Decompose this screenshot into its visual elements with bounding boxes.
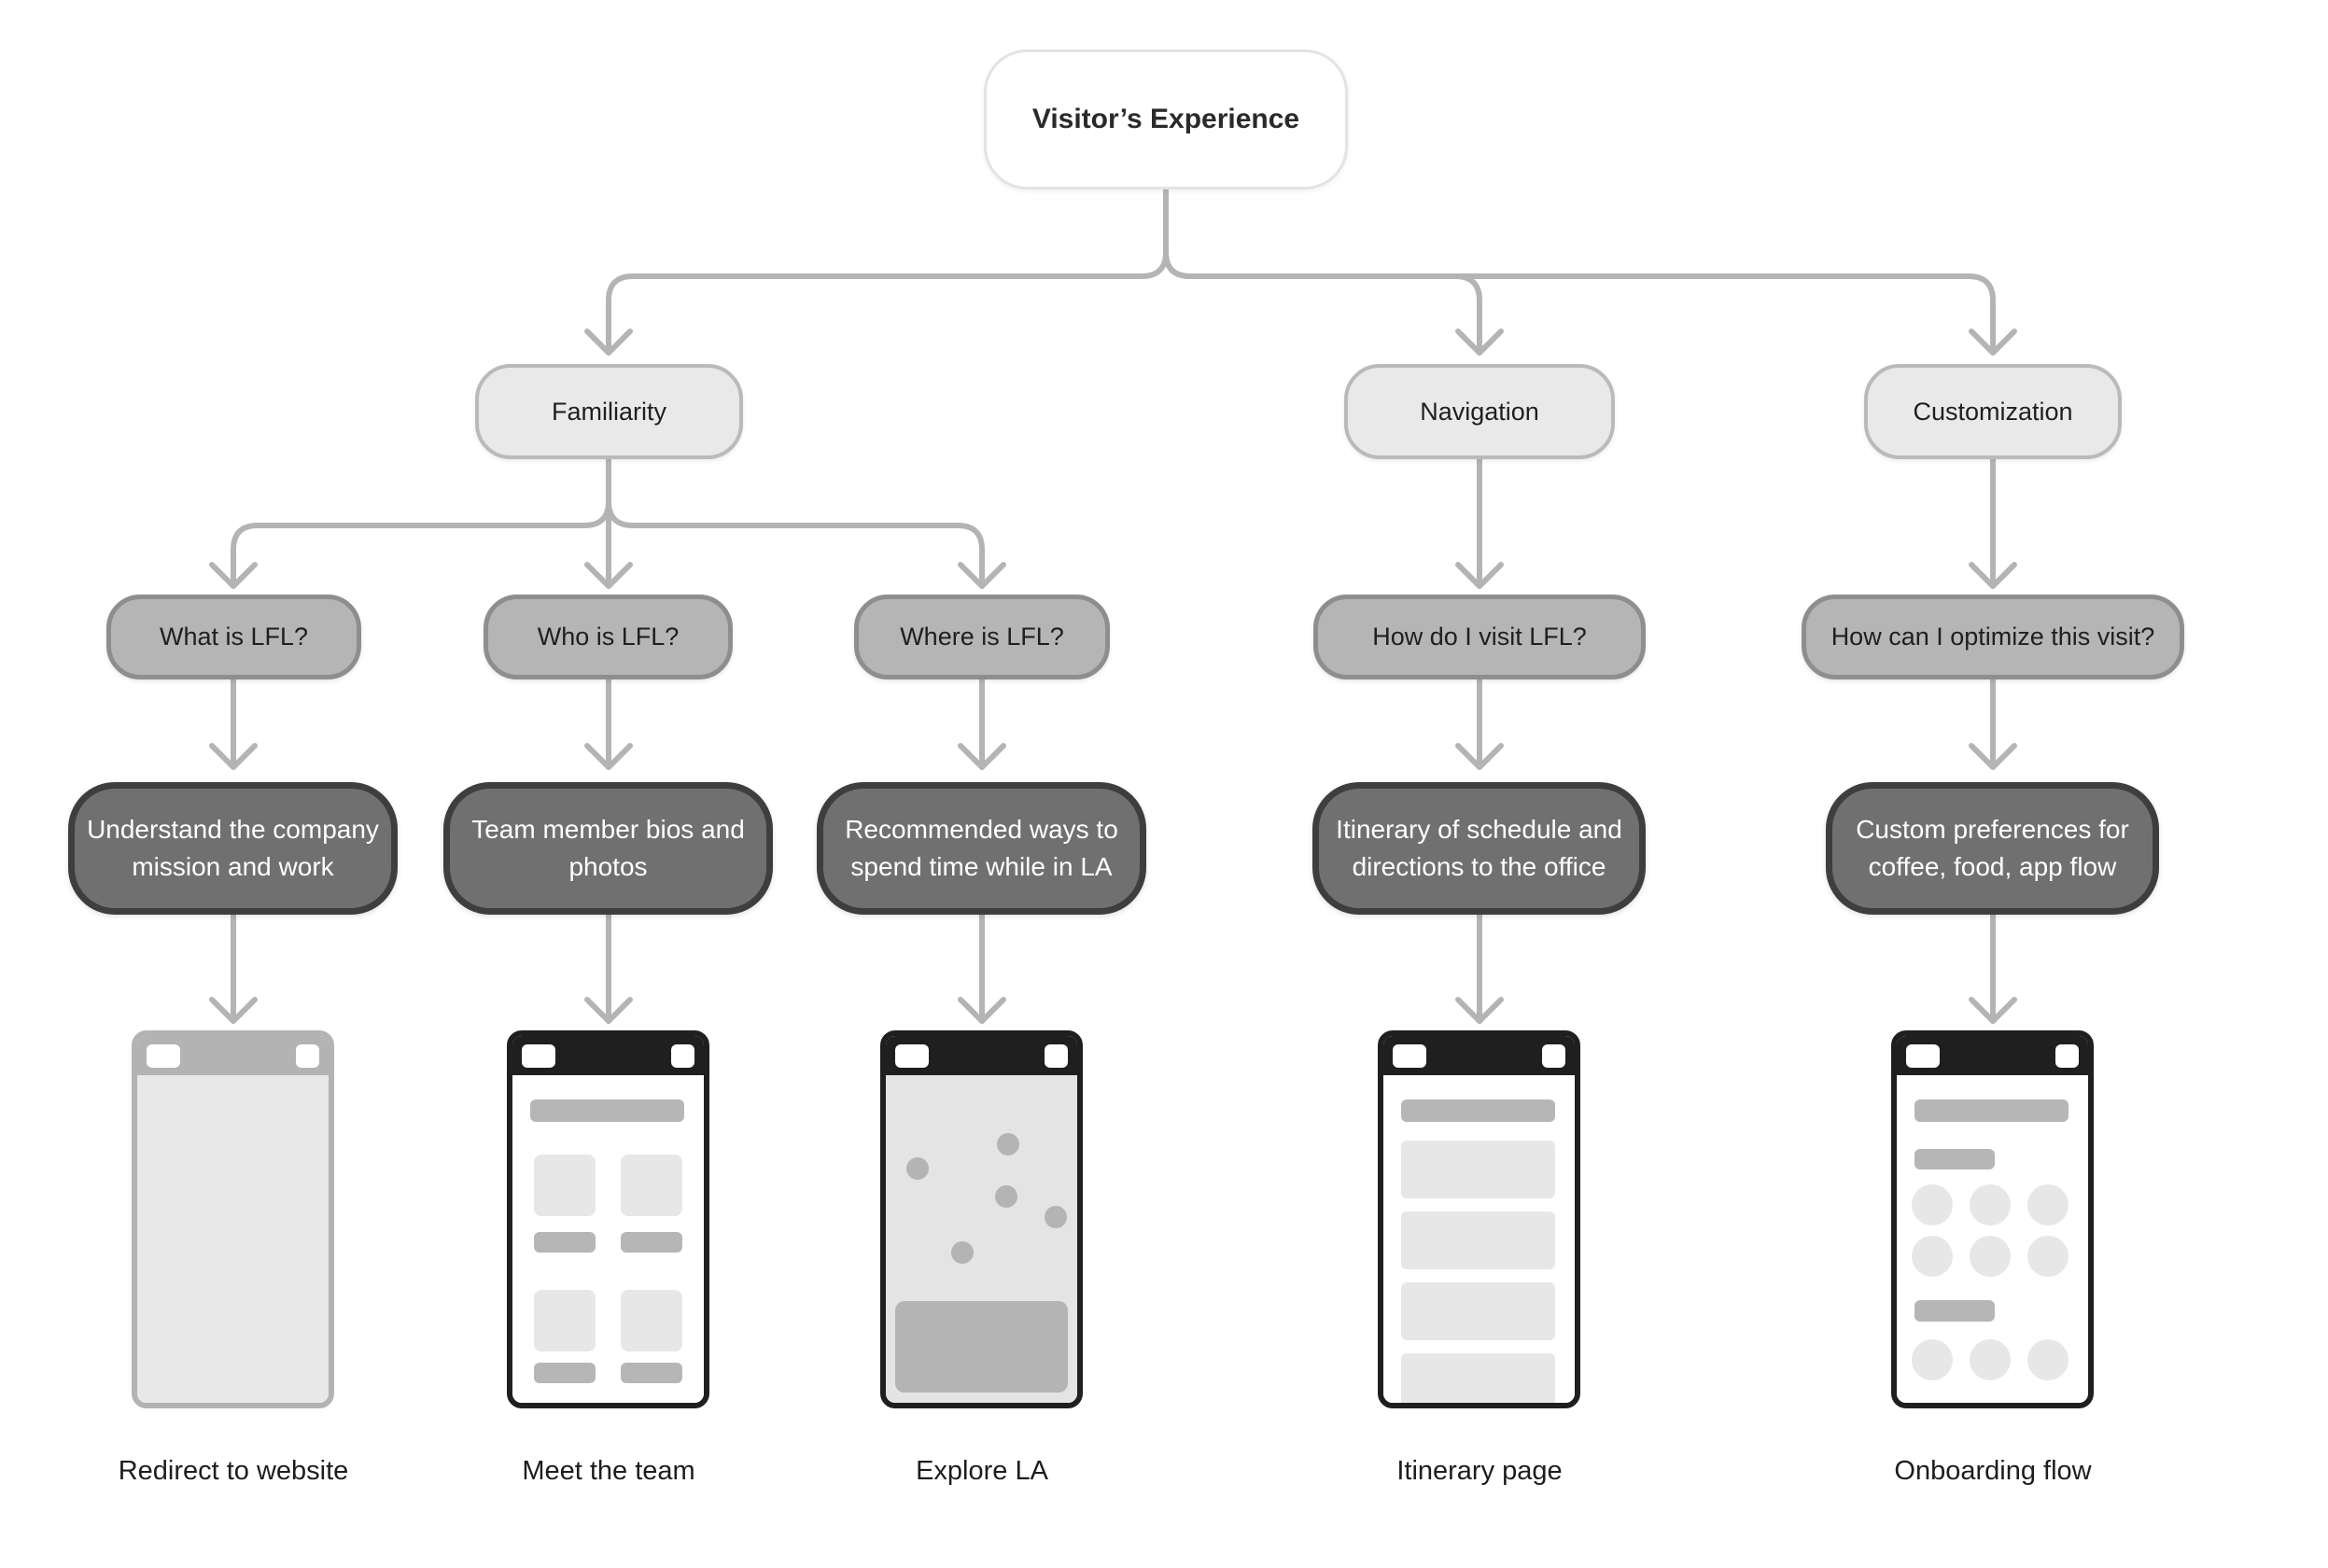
phone-browser-bar	[512, 1036, 704, 1075]
photo-placeholder	[534, 1155, 596, 1216]
connector-root-navigation	[1163, 249, 1482, 356]
option-circle-placeholder	[2027, 1236, 2069, 1277]
window-button-icon	[1393, 1044, 1426, 1068]
question-node-how-do-i-visit: How do I visit LFL?	[1313, 595, 1646, 679]
phone-browser-bar	[137, 1036, 329, 1075]
arrowhead	[1455, 562, 1504, 589]
outcome-node-itinerary-directions: Itinerary of schedule and directions to …	[1312, 782, 1646, 915]
connector-familiarity-q3	[606, 498, 985, 589]
map-pin-dot	[997, 1133, 1019, 1155]
branch-node-navigation: Navigation	[1344, 364, 1615, 459]
window-button-icon	[2055, 1044, 2079, 1068]
webpage-placeholder	[137, 1075, 329, 1403]
branch-node-customization: Customization	[1864, 364, 2122, 459]
list-row-placeholder	[1401, 1141, 1555, 1198]
photo-placeholder	[621, 1290, 682, 1351]
name-bar-placeholder	[621, 1363, 682, 1383]
connector-root-familiarity	[606, 187, 1169, 356]
phone-mockup-list-rows	[1378, 1030, 1580, 1408]
map-pin-dot	[1045, 1206, 1067, 1228]
arrowhead	[1969, 329, 2017, 356]
arrowhead	[1455, 997, 1504, 1024]
phone-mockup-team-grid	[507, 1030, 709, 1408]
title-bar-placeholder	[1914, 1099, 2069, 1122]
arrowhead	[1969, 743, 2017, 770]
map-pin-dot	[995, 1185, 1017, 1208]
outcome-node-company-mission: Understand the company mission and work	[68, 782, 398, 915]
arrowhead	[958, 562, 1006, 589]
option-circle-placeholder	[2027, 1184, 2069, 1225]
flow-root-node: Visitor’s Experience	[984, 49, 1348, 189]
window-button-icon	[1045, 1044, 1068, 1068]
arrowhead	[584, 997, 633, 1024]
arrowhead	[1969, 562, 2017, 589]
option-circle-placeholder	[1970, 1184, 2011, 1225]
screen-label-explore-la: Explore LA	[916, 1456, 1048, 1486]
screen-label-itinerary-page: Itinerary page	[1396, 1456, 1563, 1486]
arrowhead	[1969, 997, 2017, 1024]
itinerary-page-placeholder	[1383, 1075, 1575, 1403]
phone-browser-bar	[886, 1036, 1077, 1075]
branch-node-familiarity: Familiarity	[475, 364, 743, 459]
arrowhead	[209, 562, 258, 589]
question-node-how-optimize-visit: How can I optimize this visit?	[1802, 595, 2184, 679]
option-circle-placeholder	[1970, 1339, 2011, 1380]
map-placeholder	[886, 1075, 1077, 1403]
phone-browser-bar	[1897, 1036, 2088, 1075]
phone-mockup-onboarding-options	[1891, 1030, 2094, 1408]
arrowhead	[1455, 743, 1504, 770]
screen-label-meet-the-team: Meet the team	[522, 1456, 695, 1486]
arrowhead	[958, 743, 1006, 770]
list-row-placeholder	[1401, 1353, 1555, 1403]
arrowhead	[958, 997, 1006, 1024]
onboarding-page-placeholder	[1897, 1075, 2088, 1403]
window-button-icon	[671, 1044, 694, 1068]
phone-mockup-map-pins	[880, 1030, 1083, 1408]
option-circle-placeholder	[1970, 1236, 2011, 1277]
window-button-icon	[1542, 1044, 1565, 1068]
team-page-placeholder	[512, 1075, 704, 1403]
section-bar-placeholder	[1914, 1300, 1995, 1322]
arrowhead	[584, 562, 633, 589]
map-info-panel-placeholder	[895, 1301, 1068, 1393]
outcome-node-custom-preferences: Custom preferences for coffee, food, app…	[1826, 782, 2159, 915]
screen-label-onboarding-flow: Onboarding flow	[1894, 1456, 2092, 1486]
list-row-placeholder	[1401, 1211, 1555, 1269]
map-pin-dot	[906, 1157, 929, 1180]
arrowhead	[584, 329, 633, 356]
phone-browser-bar	[1383, 1036, 1575, 1075]
window-button-icon	[522, 1044, 555, 1068]
arrowhead	[209, 997, 258, 1024]
name-bar-placeholder	[621, 1232, 682, 1253]
outcome-node-team-bios: Team member bios and photos	[443, 782, 773, 915]
list-row-placeholder	[1401, 1282, 1555, 1340]
outcome-node-recommended-ways: Recommended ways to spend time while in …	[817, 782, 1146, 915]
window-button-icon	[1906, 1044, 1940, 1068]
question-node-what-is-lfl: What is LFL?	[106, 595, 361, 679]
arrowhead	[209, 743, 258, 770]
title-bar-placeholder	[1401, 1099, 1555, 1122]
screen-label-redirect-to-website: Redirect to website	[118, 1456, 349, 1486]
option-circle-placeholder	[1912, 1236, 1953, 1277]
title-bar-placeholder	[530, 1099, 684, 1122]
section-bar-placeholder	[1914, 1149, 1995, 1169]
option-circle-placeholder	[1912, 1339, 1953, 1380]
question-node-where-is-lfl: Where is LFL?	[854, 595, 1110, 679]
arrowhead	[584, 743, 633, 770]
window-button-icon	[147, 1044, 180, 1068]
window-button-icon	[895, 1044, 929, 1068]
option-circle-placeholder	[1912, 1184, 1953, 1225]
photo-placeholder	[534, 1290, 596, 1351]
name-bar-placeholder	[534, 1232, 596, 1253]
map-pin-dot	[951, 1241, 974, 1264]
phone-mockup-website-redirect	[132, 1030, 334, 1408]
option-circle-placeholder	[2027, 1339, 2069, 1380]
arrowhead	[1455, 329, 1504, 356]
connector-familiarity-q1	[231, 498, 611, 589]
connector-root-customization	[1163, 249, 1996, 356]
photo-placeholder	[621, 1155, 682, 1216]
name-bar-placeholder	[534, 1363, 596, 1383]
window-button-icon	[296, 1044, 319, 1068]
question-node-who-is-lfl: Who is LFL?	[484, 595, 733, 679]
